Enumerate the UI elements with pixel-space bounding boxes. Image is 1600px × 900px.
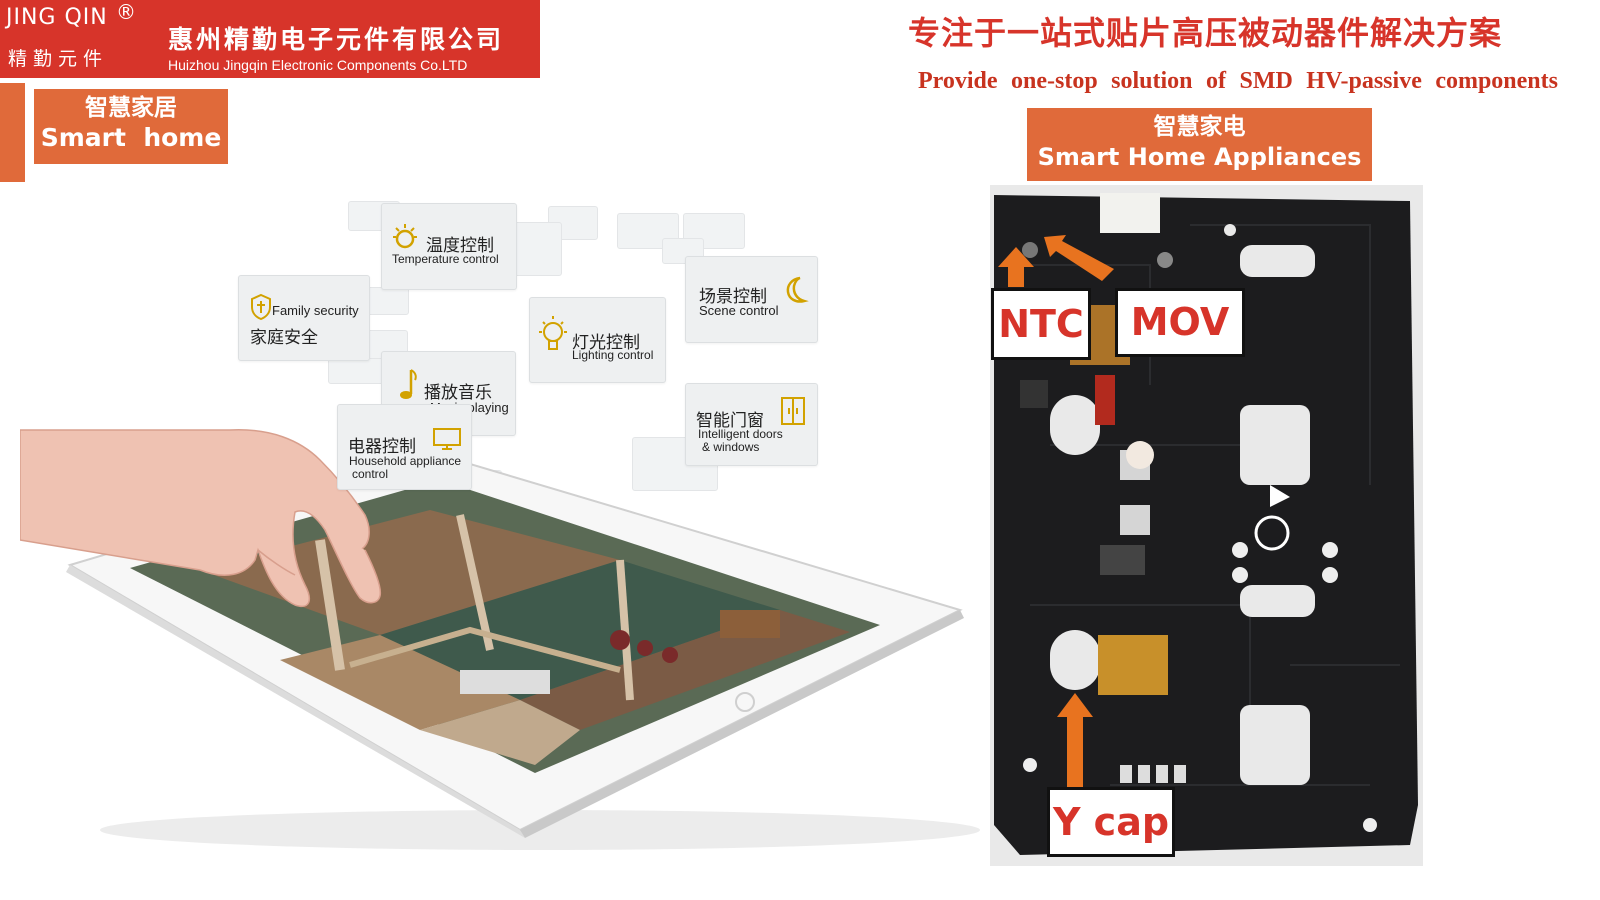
section-label-smart-appliances: 智慧家电 Smart Home Appliances	[1027, 108, 1372, 181]
card-title: 电器控制	[348, 437, 416, 457]
registered-mark: ®	[116, 0, 136, 24]
callout-mov: MOV	[1115, 288, 1245, 357]
tablet-illustration	[20, 429, 980, 850]
slogan-word: components	[1435, 68, 1558, 94]
callout-y-cap: Y cap	[1047, 787, 1175, 857]
card-subtitle: control	[352, 467, 389, 481]
section-label-cn: 智慧家居	[85, 95, 177, 121]
door-icon	[781, 397, 805, 425]
section-label-en: Smart home	[40, 123, 222, 152]
card-subtitle: & windows	[702, 440, 760, 454]
card-subtitle: Temperature control	[392, 252, 499, 266]
monitor-icon	[433, 428, 461, 450]
card-lighting-control: 灯光控制 Lighting control	[529, 297, 666, 383]
section-label-cn: 智慧家电	[1153, 114, 1246, 140]
card-subtitle: Scene control	[699, 303, 779, 318]
card-intelligent-doors: 智能门窗 Intelligent doors & windows	[685, 383, 818, 466]
decorative-card	[367, 287, 409, 315]
slogan-word: one-stop	[1011, 68, 1098, 94]
card-subtitle: Family security	[272, 303, 359, 318]
logo-english: JING QIN	[6, 5, 108, 30]
slogan-word: SMD	[1239, 68, 1293, 94]
card-subtitle: Household appliance	[349, 454, 462, 468]
lightbulb-icon	[539, 316, 567, 350]
decorative-card	[328, 358, 384, 384]
slogan-chinese: 专注于一站式贴片高压被动器件解决方案	[908, 14, 1503, 52]
section-label-en: Smart Home Appliances	[1037, 143, 1362, 171]
decorative-card	[514, 222, 562, 276]
card-title: 场景控制	[699, 287, 767, 307]
slogan-english: Provide one-stop solution of SMD HV-pass…	[918, 68, 1558, 95]
slogan-word: Provide	[918, 68, 998, 94]
logo-chinese: 精勤元件	[8, 48, 109, 70]
company-logo-banner: JING QIN ® 精勤元件 惠州精勤电子元件有限公司 Huizhou Jin…	[0, 0, 540, 78]
card-scene-control: 场景控制 Scene control	[685, 256, 818, 343]
company-name-chinese: 惠州精勤电子元件有限公司	[168, 25, 505, 54]
slogan-word: of	[1206, 68, 1226, 94]
moon-icon	[786, 276, 809, 303]
card-subtitle: Intelligent doors	[698, 427, 783, 441]
card-title: 温度控制	[426, 236, 494, 256]
card-title: 灯光控制	[572, 333, 640, 353]
card-family-security: Family security 家庭安全	[238, 275, 370, 361]
section-label-smart-home: 智慧家居 Smart home	[34, 89, 228, 164]
card-title: 播放音乐	[424, 383, 492, 403]
card-household-appliance: 电器控制 Household appliance control	[337, 404, 472, 490]
slogan-word: solution	[1111, 68, 1193, 94]
music-note-icon	[400, 369, 417, 399]
shield-icon	[251, 293, 271, 321]
card-subtitle: Lighting control	[572, 348, 654, 362]
accent-bar	[0, 83, 25, 182]
card-title: 智能门窗	[696, 411, 764, 431]
callout-ntc: NTC	[991, 288, 1091, 360]
card-title: 家庭安全	[250, 328, 318, 348]
slogan-word: HV-passive	[1306, 68, 1422, 94]
card-temperature-control: 温度控制 Temperature control	[381, 203, 517, 290]
company-name-english: Huizhou Jingqin Electronic Components Co…	[168, 57, 468, 73]
sun-icon	[393, 224, 417, 249]
pcb-photo: NTC MOV Y cap	[990, 185, 1423, 866]
